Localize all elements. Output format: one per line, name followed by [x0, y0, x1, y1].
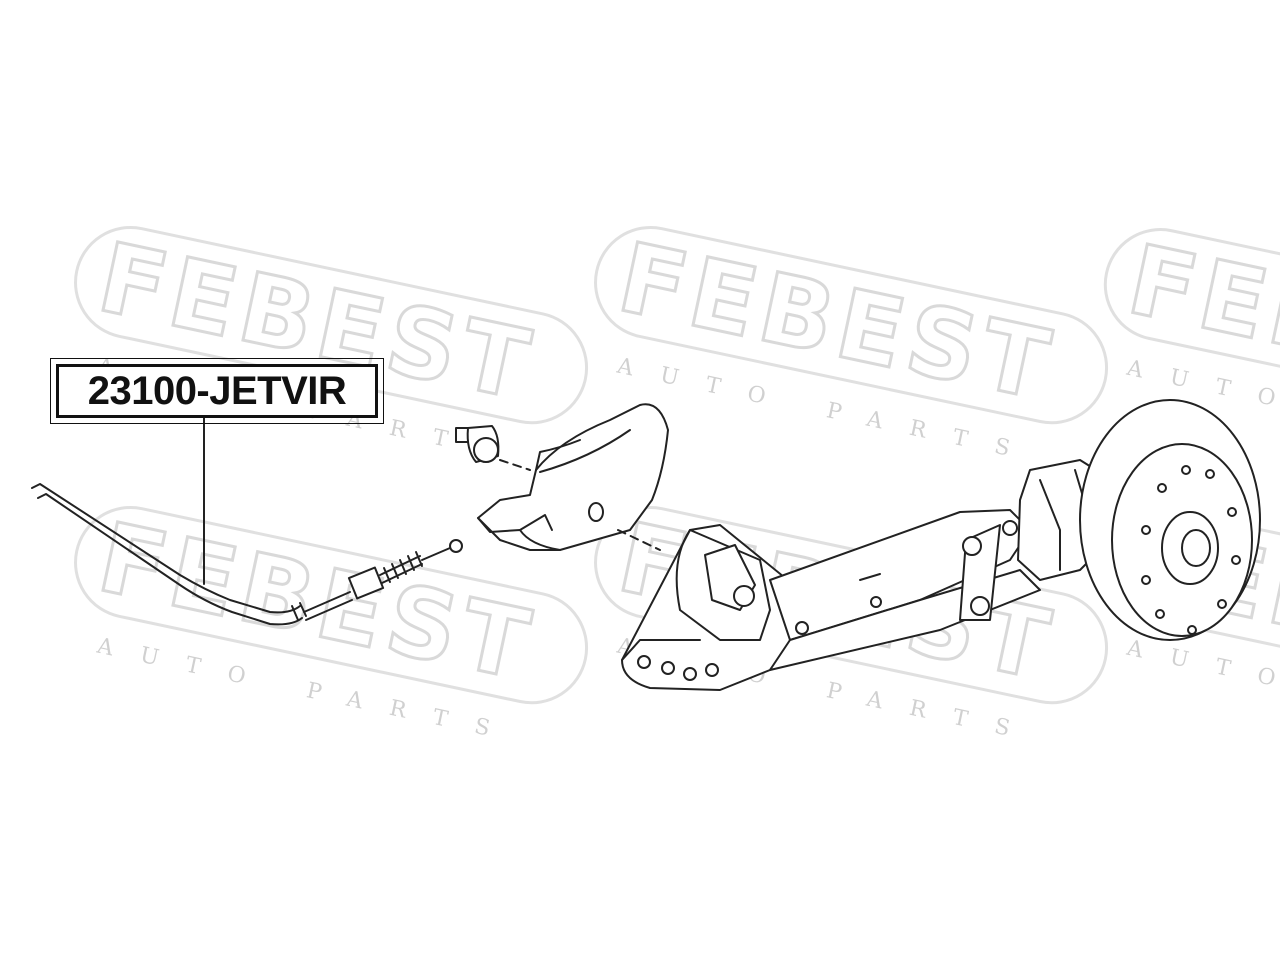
brake-cable — [31, 483, 463, 626]
part-number-label: 23100-JETVIR — [50, 358, 384, 424]
brake-disc — [1079, 399, 1261, 641]
cable-bracket — [477, 403, 669, 551]
mounting-bolt — [455, 425, 531, 471]
